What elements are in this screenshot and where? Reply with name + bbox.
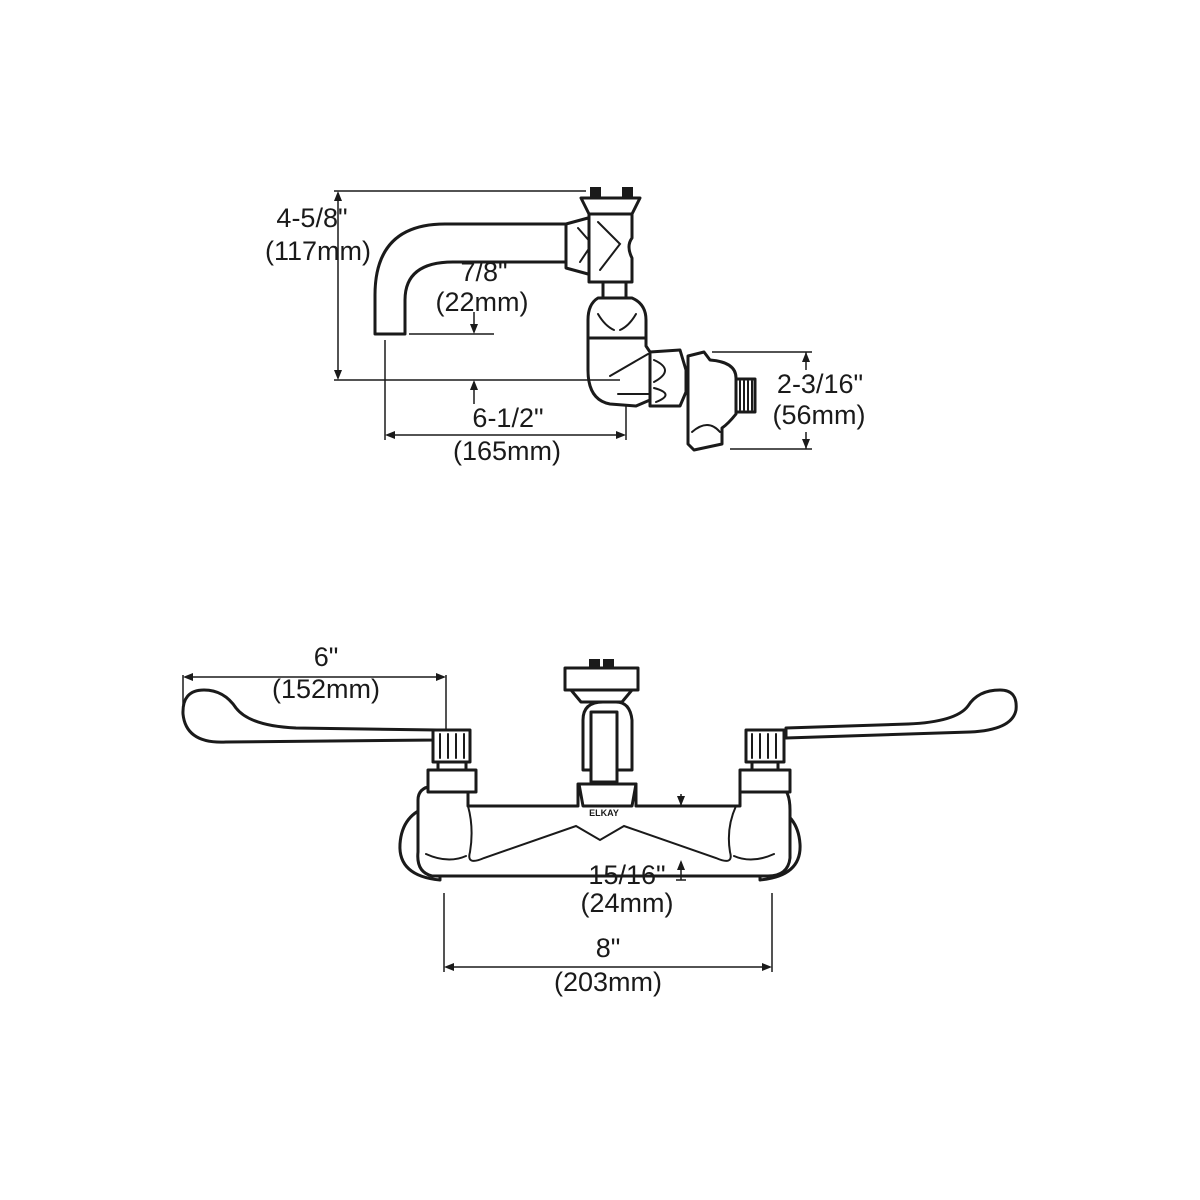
reach-dimension: 6-1/2" (165mm) <box>384 340 627 466</box>
side-spout <box>373 222 570 336</box>
side-elbow <box>586 336 652 408</box>
front-spout-tube <box>589 710 619 784</box>
side-bonnet <box>586 296 648 340</box>
side-view: 4-5/8" (117mm) 7/8" (22mm) 6-1/2" (165mm… <box>265 187 866 466</box>
right-handle <box>784 688 1018 740</box>
front-top-cap <box>563 666 640 692</box>
side-valve-body <box>587 212 634 284</box>
spout-thickness-imperial: 7/8" <box>460 257 507 287</box>
right-valve-bonnet <box>738 768 792 794</box>
centers-imperial: 8" <box>596 933 621 963</box>
side-top-cap <box>579 196 642 216</box>
brand-mark: ELKAY <box>589 808 619 818</box>
height-dimension: 4-5/8" (117mm) <box>265 190 620 381</box>
spout-thickness-metric: (22mm) <box>436 287 529 317</box>
left-handle <box>181 688 439 744</box>
height-dimension-imperial: 4-5/8" <box>276 203 347 233</box>
handle-length-dimension: 6" (152mm) <box>182 642 447 730</box>
body-height-dimension: 15/16" (24mm) <box>581 794 686 918</box>
handle-length-metric: (152mm) <box>272 674 380 704</box>
handle-length-imperial: 6" <box>314 642 339 672</box>
front-view: ELKAY 6" (152mm) 15/16" <box>181 642 1018 997</box>
right-valve-cap <box>744 728 786 764</box>
side-flange <box>686 350 738 452</box>
side-stem <box>601 280 628 300</box>
centers-metric: (203mm) <box>554 967 662 997</box>
centers-dimension: 8" (203mm) <box>443 893 773 997</box>
inlet-dimension-imperial: 2-3/16" <box>777 369 863 399</box>
left-valve-bonnet <box>426 768 478 794</box>
body-height-metric: (24mm) <box>581 888 674 918</box>
inlet-dimension: 2-3/16" (56mm) <box>712 351 866 450</box>
spout-thickness-dimension: 7/8" (22mm) <box>409 257 529 404</box>
left-valve-cap <box>431 728 472 764</box>
side-hex-nut <box>648 348 688 408</box>
body-height-imperial: 15/16" <box>588 860 665 890</box>
front-spout-base <box>577 782 638 808</box>
reach-dimension-imperial: 6-1/2" <box>472 403 543 433</box>
reach-dimension-metric: (165mm) <box>453 436 561 466</box>
inlet-dimension-metric: (56mm) <box>773 400 866 430</box>
height-dimension-metric: (117mm) <box>265 236 371 266</box>
